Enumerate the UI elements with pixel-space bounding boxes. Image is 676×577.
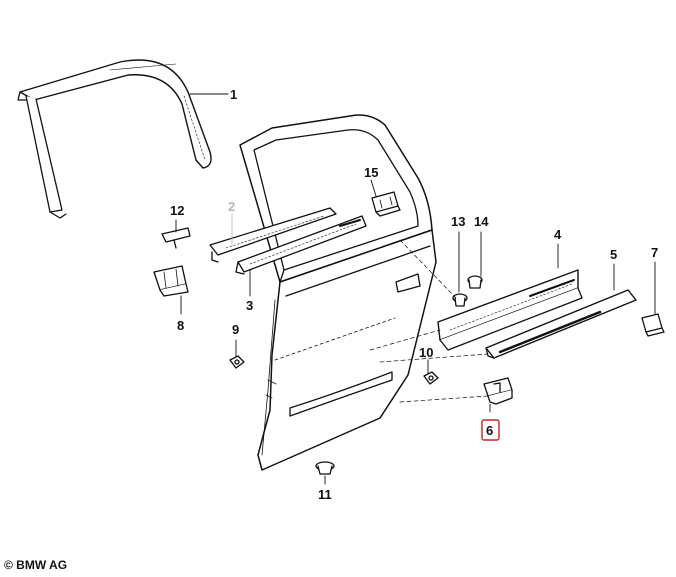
leader-lines [175,93,656,485]
label-2: 2 [228,199,235,214]
part-14-nut [467,275,483,289]
part-6-clip [483,377,513,405]
rear-door-shell [239,114,437,471]
label-7: 7 [651,245,658,260]
label-1: 1 [230,87,237,102]
part-5-moulding [485,289,637,359]
label-10: 10 [419,345,433,360]
label-12: 12 [170,203,184,218]
part-11-grommet [315,461,335,475]
label-11: 11 [318,487,332,502]
label-5: 5 [610,247,617,262]
part-12-clip [161,227,191,249]
part-2-upper-strip [209,207,337,263]
label-13: 13 [451,214,465,229]
part-9-nut [229,355,245,369]
part-7-clip [641,313,665,337]
part-8-bracket [153,265,189,297]
assembly-lines [369,239,489,403]
part-15-clip [371,191,401,217]
part-13-screw [452,293,468,307]
label-6: 6 [486,423,493,438]
label-8: 8 [177,318,184,333]
part-1-window-seal [17,59,212,219]
part-4-sill-trim [437,269,583,351]
highlight-box-6 [481,419,500,441]
label-4: 4 [554,227,562,242]
label-15: 15 [364,165,378,180]
label-9: 9 [232,322,239,337]
label-14: 14 [474,214,489,229]
part-10-nut [423,371,439,385]
part-3-lower-strip [235,215,367,275]
copyright-notice: © BMW AG [4,558,68,572]
label-3: 3 [246,298,253,313]
